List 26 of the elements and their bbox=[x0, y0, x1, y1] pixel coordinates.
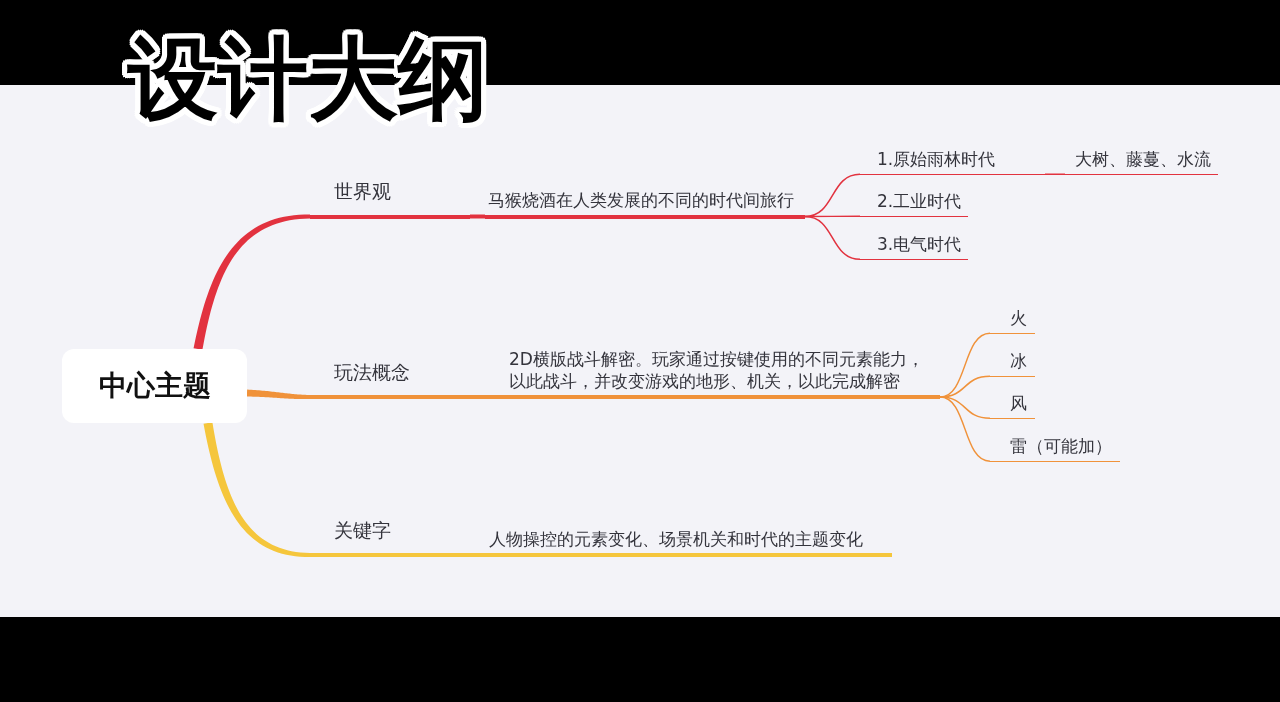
topic-text: 1.原始雨林时代 bbox=[877, 147, 997, 170]
topic-text: 3.电气时代 bbox=[877, 232, 963, 255]
branch-line bbox=[470, 214, 485, 219]
branch-line bbox=[490, 395, 505, 399]
topic-text: 世界观 bbox=[334, 178, 392, 204]
branch-line bbox=[939, 396, 991, 419]
topic-text: 玩法概念 bbox=[334, 360, 411, 385]
topic-text: 风 bbox=[1010, 391, 1028, 414]
main-branch-line bbox=[193, 214, 310, 350]
topic-text: 冰 bbox=[1010, 349, 1028, 372]
topic-text: 2.工业时代 bbox=[877, 189, 963, 212]
topic-text: 人物操控的元素变化、场景机关和时代的主题变化 bbox=[489, 527, 864, 550]
branch-line bbox=[1044, 173, 1066, 175]
topic-text: 2D横版战斗解密。玩家通过按键使用的不同元素能力，以此战斗，并改变游戏的地形、机关，以此完成解密 bbox=[509, 347, 925, 392]
branch-line bbox=[470, 553, 485, 557]
main-branch-line bbox=[246, 389, 310, 400]
branch-line bbox=[939, 396, 991, 462]
topic-text: 关键字 bbox=[334, 518, 392, 543]
main-branch-line bbox=[203, 422, 310, 557]
topic-text: 马猴烧酒在人类发展的不同的时代间旅行 bbox=[488, 189, 795, 212]
central-topic-text: 中心主题 bbox=[98, 367, 211, 404]
branch-line bbox=[804, 215, 861, 260]
central-topic-box bbox=[62, 349, 247, 423]
topic-text: 大树、藤蔓、水流 bbox=[1075, 147, 1212, 170]
topic-text: 火 bbox=[1010, 306, 1028, 329]
topic-text: 雷（可能加） bbox=[1010, 434, 1113, 457]
